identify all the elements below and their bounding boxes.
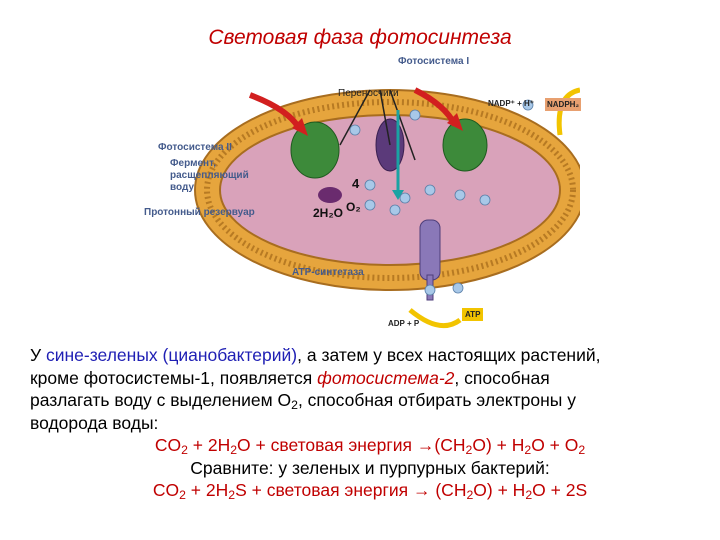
nadph-label: NADPH₂ bbox=[545, 98, 581, 111]
o2-label: O₂ bbox=[346, 200, 361, 214]
enzyme-label-2: расщепляющий bbox=[170, 170, 249, 181]
line-4: водорода воды: bbox=[30, 412, 159, 433]
photosystem-i-label: Фотосистема I bbox=[398, 56, 470, 67]
equation-2: CO2 + 2H2S + световая энергия → (CH2O) +… bbox=[152, 480, 588, 502]
line-3: разлагать воду с выделением O2, способна… bbox=[30, 390, 576, 412]
compare-line: Сравните: у зеленых и пурпурных бактерий… bbox=[190, 457, 550, 478]
photosystem-2-term: фотосистема-2 bbox=[317, 367, 455, 388]
nadph-arrow bbox=[556, 87, 581, 136]
cyanobacteria-link: сине-зеленых (цианобактерий) bbox=[45, 345, 298, 365]
carriers-label: Переносчики bbox=[338, 88, 399, 99]
photosystem-i-complex bbox=[442, 118, 488, 172]
atp-arrow bbox=[408, 308, 462, 329]
enzyme-label-3: воду bbox=[170, 182, 195, 193]
equation-1: CO2 + 2H2O + световая энергия →(CH2O) + … bbox=[154, 435, 586, 457]
enzyme-label-1: Фермент, bbox=[170, 158, 216, 169]
atp-synthase-label: ATP-синтетаза bbox=[292, 267, 364, 278]
description-text: У сине-зеленых (цианобактерий), а затем … bbox=[30, 344, 710, 502]
photosystem-ii-complex bbox=[290, 121, 340, 179]
thylakoid-illustration bbox=[194, 87, 586, 329]
atp-label: ATP bbox=[462, 308, 484, 321]
proton-ions bbox=[349, 99, 534, 296]
line-1: У сине-зеленых (цианобактерий), а затем … bbox=[30, 345, 601, 365]
atp-synthase bbox=[419, 219, 441, 281]
water-label: 2H₂O bbox=[313, 206, 344, 220]
photosystem-ii-label: Фотосистема II bbox=[158, 142, 232, 153]
adp-label: ADP + P bbox=[388, 319, 420, 328]
nadp-label: NADP⁺ + H⁺ bbox=[488, 99, 535, 108]
page-title: Световая фаза фотосинтеза bbox=[208, 26, 512, 49]
proton-reservoir-label: Протонный резервуар bbox=[144, 207, 255, 218]
thylakoid-diagram: Фотосистема I Переносчики Фотосистема II… bbox=[140, 50, 586, 340]
four-h-label: 4 bbox=[352, 176, 360, 191]
line-2: кроме фотосистемы-1, появляется фотосист… bbox=[30, 367, 550, 388]
